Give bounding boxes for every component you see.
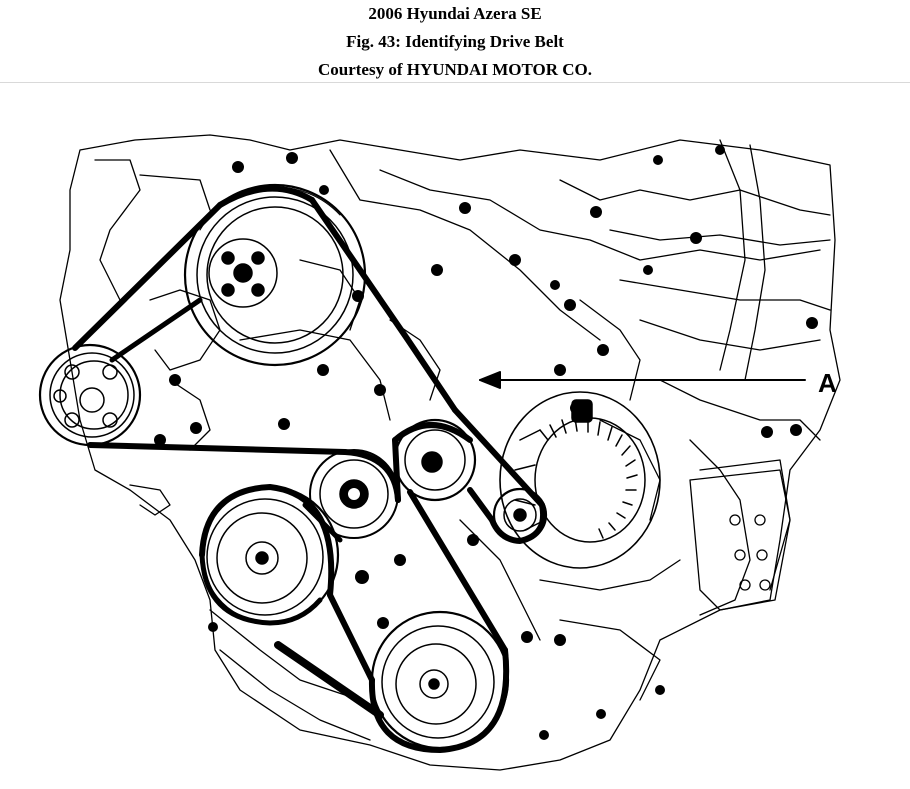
- courtesy-line: Courtesy of HYUNDAI MOTOR CO.: [317, 60, 593, 79]
- upper-pulley: [183, 183, 367, 367]
- alternator: [499, 391, 661, 569]
- callout-label-a: A: [818, 368, 837, 398]
- left-pulley: [38, 343, 142, 447]
- callout-arrow: [479, 371, 806, 389]
- bolts: [154, 145, 818, 740]
- belt-lower-segment: [274, 641, 384, 719]
- vehicle-title: 2006 Hyundai Azera SE: [368, 4, 542, 23]
- engine-block-outline: [59, 134, 841, 771]
- figure-title: Fig. 43: Identifying Drive Belt: [346, 32, 564, 51]
- drive-belt: [72, 185, 546, 753]
- figure-caption: 2006 Hyundai Azera SE Fig. 43: Identifyi…: [0, 0, 910, 84]
- caption-divider: [0, 82, 910, 83]
- heat-shield: [689, 469, 791, 611]
